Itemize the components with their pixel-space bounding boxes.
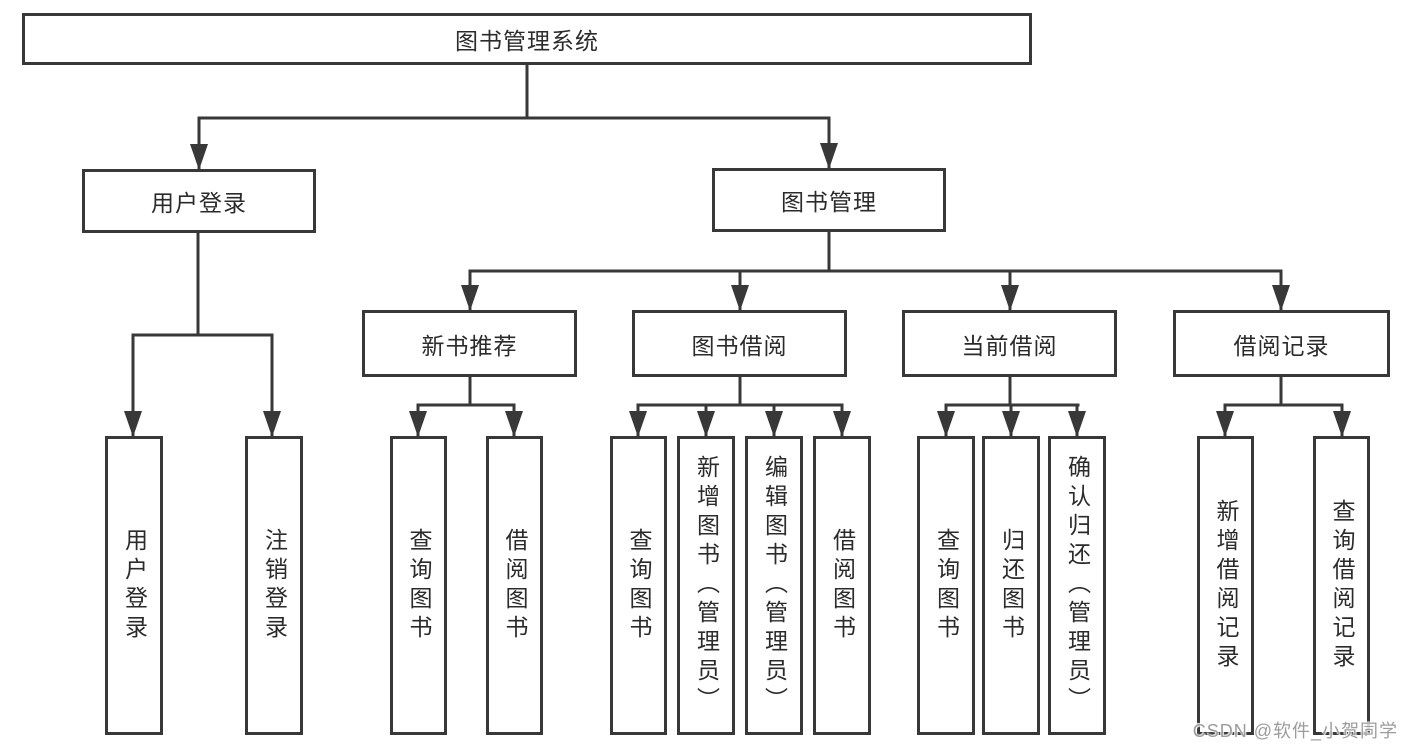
leaf-records-query-borrow-record: 查询借阅记录 — [1313, 436, 1370, 735]
leaf-borrow-borrow-books: 借阅图书 — [813, 436, 871, 735]
leaf-logout: 注销登录 — [245, 436, 303, 735]
leaf-newbook-borrow-books: 借阅图书 — [486, 436, 543, 735]
node-book-management: 图书管理 — [712, 168, 946, 232]
leaf-borrow-add-books-admin: 新增图书（管理员） — [677, 436, 735, 735]
node-library-management-system: 图书管理系统 — [22, 13, 1032, 65]
node-current-borrowing: 当前借阅 — [902, 310, 1117, 377]
node-borrowing-records: 借阅记录 — [1173, 310, 1390, 377]
leaf-current-confirm-return-admin: 确认归还（管理员） — [1048, 436, 1106, 735]
leaf-user-login: 用户登录 — [105, 436, 163, 735]
leaf-newbook-query-books: 查询图书 — [390, 436, 447, 735]
leaf-records-add-borrow-record: 新增借阅记录 — [1197, 436, 1254, 735]
leaf-current-return-books: 归还图书 — [982, 436, 1040, 735]
node-book-borrowing: 图书借阅 — [632, 310, 847, 377]
leaf-borrow-query-books: 查询图书 — [610, 436, 667, 735]
leaf-borrow-edit-books-admin: 编辑图书（管理员） — [745, 436, 803, 735]
leaf-current-query-books: 查询图书 — [917, 436, 975, 735]
node-new-book-recommendation: 新书推荐 — [362, 310, 577, 377]
node-user-login: 用户登录 — [82, 169, 316, 233]
watermark: CSDN @软件_小贺同学 — [1192, 721, 1398, 741]
